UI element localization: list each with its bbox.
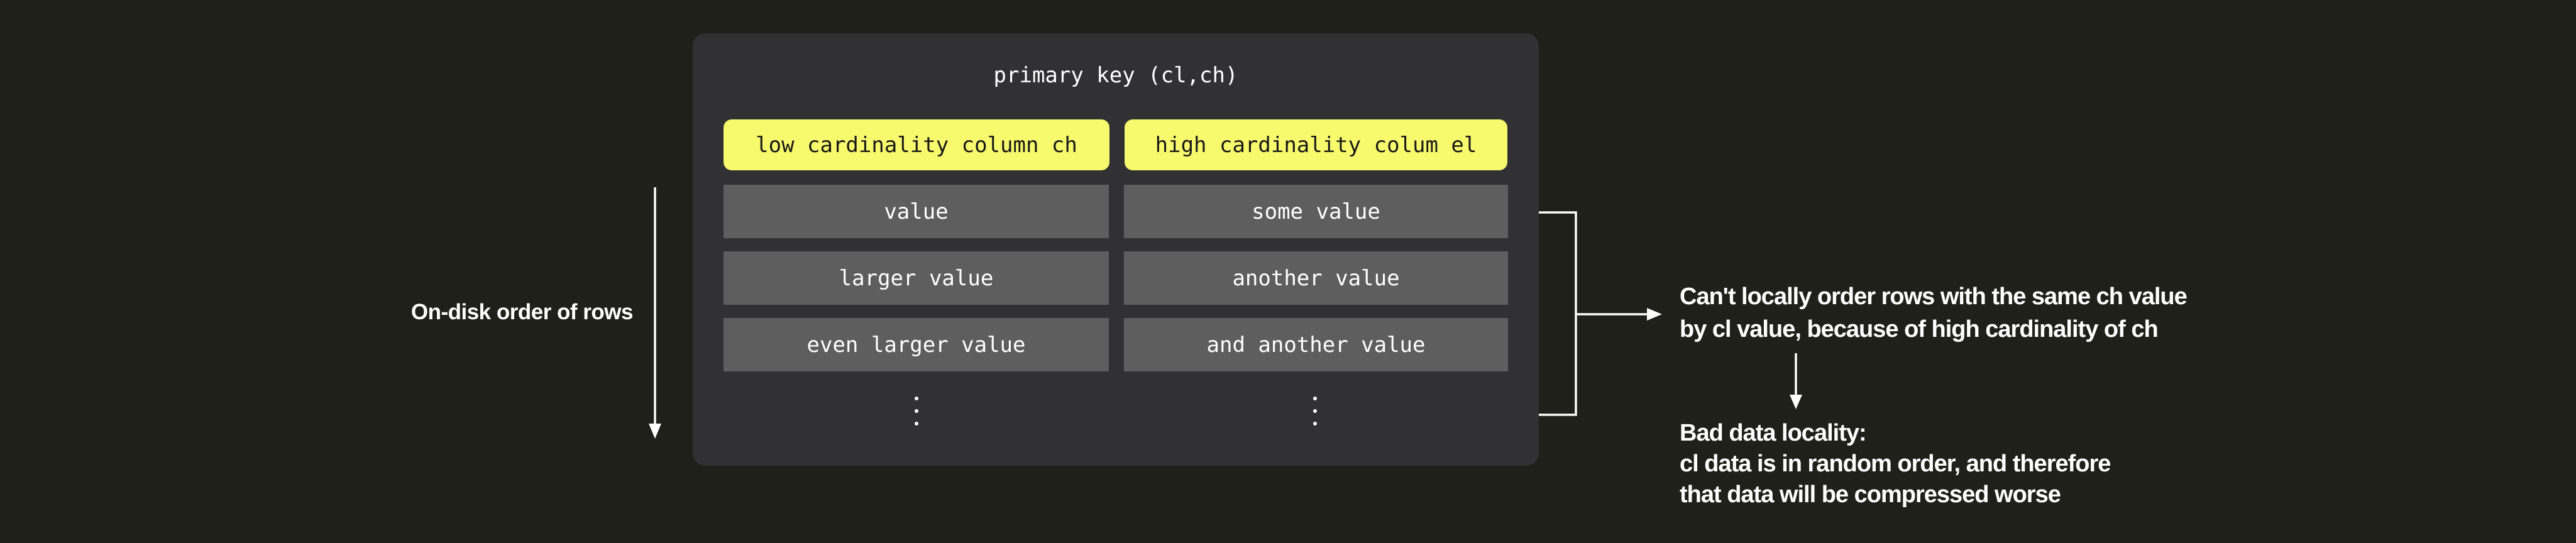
table-cell: even larger value	[724, 318, 1109, 371]
annotation-line: that data will be compressed worse	[1680, 481, 2061, 508]
table-cell: another value	[1124, 251, 1508, 305]
table-cell: value	[724, 185, 1109, 238]
column-header-high-cardinality: high cardinality colum el	[1125, 119, 1507, 170]
annotation-line: Can't locally order rows with the same c…	[1680, 283, 2188, 310]
on-disk-order-label: On-disk order of rows	[410, 300, 634, 324]
table-cell: and another value	[1124, 318, 1508, 371]
vertical-ellipsis-icon	[1313, 397, 1317, 425]
annotation-line: cl data is in random order, and therefor…	[1680, 451, 2111, 477]
annotation-line: Bad data locality:	[1680, 420, 1867, 446]
primary-key-panel: primary key (cl,ch) low cardinality colu…	[693, 33, 1539, 466]
annotation-bad-locality: Bad data locality: cl data is in random …	[1680, 418, 2111, 510]
bracket-right-arrow	[1576, 308, 1662, 321]
vertical-ellipsis-icon	[915, 397, 918, 425]
panel-title: primary key (cl,ch)	[993, 63, 1238, 88]
table-cell: some value	[1124, 185, 1508, 238]
annotation-cant-order: Can't locally order rows with the same c…	[1680, 280, 2188, 346]
on-disk-order-down-arrow	[649, 187, 661, 439]
annotation-line: by cl value, because of high cardinality…	[1680, 316, 2159, 343]
column-header-low-cardinality: low cardinality column ch	[724, 119, 1109, 170]
table-cell: larger value	[724, 251, 1109, 305]
note-down-arrow	[1790, 353, 1802, 409]
